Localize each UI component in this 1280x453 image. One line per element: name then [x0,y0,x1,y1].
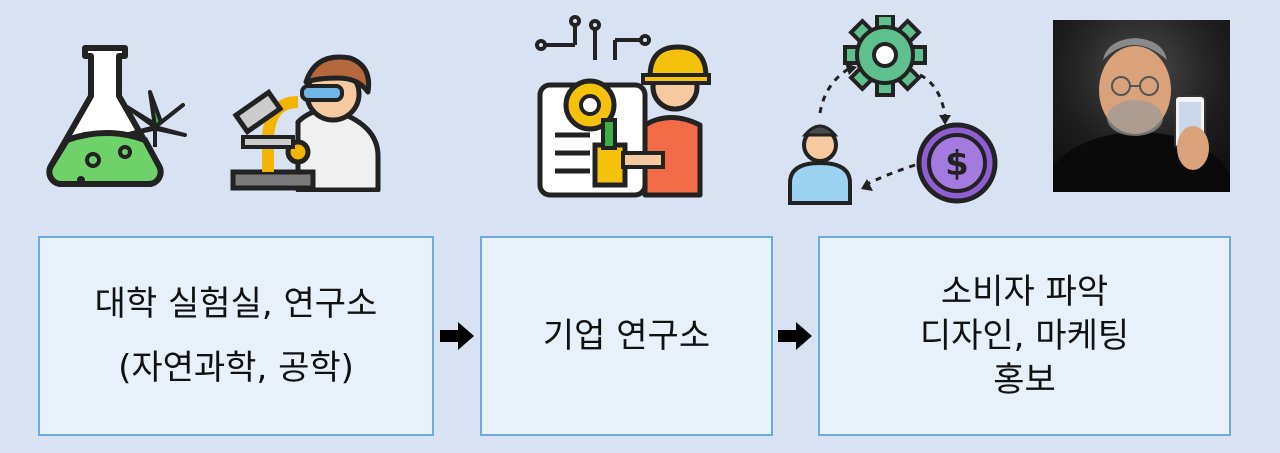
box-university-lab: 대학 실험실, 연구소 (자연과학, 공학) [38,236,434,436]
consumer-money-cycle-icon: $ [788,15,998,205]
engineer-gear-icon [535,15,711,198]
presenter-with-phone-photo [1053,20,1230,192]
flask-with-leaf-icon [46,45,187,187]
box-consumer-marketing-line3: 홍보 [993,360,1056,401]
right-arrow-icon [778,322,812,350]
svg-text:$: $ [945,144,969,184]
box-consumer-marketing: 소비자 파악 디자인, 마케팅 홍보 [818,236,1231,436]
box-consumer-marketing-line1: 소비자 파악 [940,271,1109,312]
box-consumer-marketing-line2: 디자인, 마케팅 [919,315,1130,356]
right-arrow-icon [440,322,474,350]
box-corporate-lab-line1: 기업 연구소 [542,315,711,356]
box-university-lab-line2: (자연과학, 공학) [118,348,354,388]
box-university-lab-line1: 대학 실험실, 연구소 [94,283,378,324]
box-corporate-lab: 기업 연구소 [480,236,773,436]
scientist-microscope-icon [230,54,381,192]
